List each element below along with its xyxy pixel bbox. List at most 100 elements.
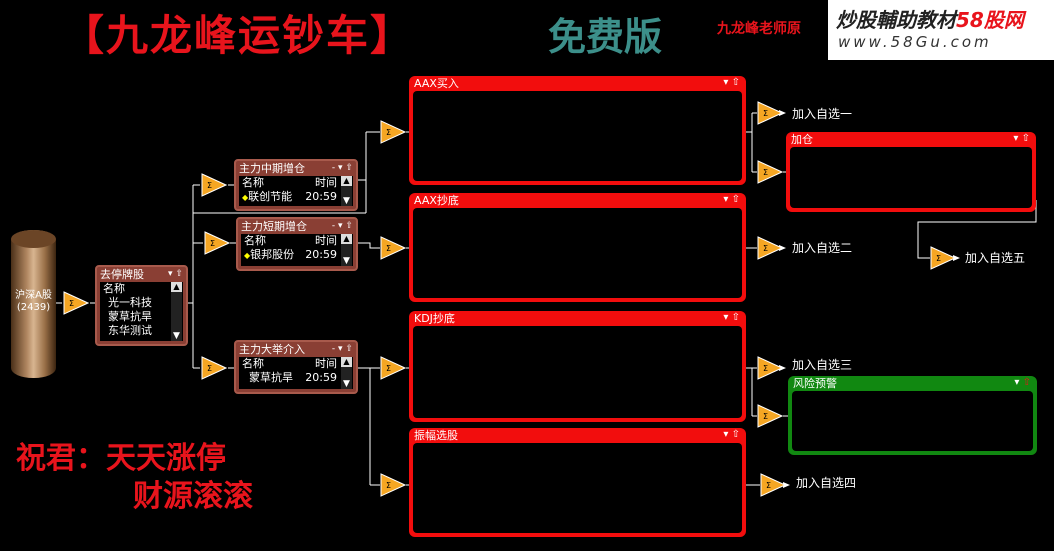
column-header-time: 时间 — [315, 357, 337, 370]
list-item[interactable]: 光一科技 — [108, 296, 152, 309]
panel-remove-suspended[interactable]: 去停牌股 ▾ ⇧ 名称 光一科技 蒙草抗旱 东华测试 ▲ ▼ — [95, 265, 188, 346]
pin-icon[interactable]: ⇧ — [175, 269, 183, 279]
result-list[interactable] — [413, 91, 742, 181]
panel-major-entry[interactable]: 主力大举介入 - ▾ ⇧ 名称 时间 蒙草抗旱 20:59 ▲ ▼ — [234, 340, 358, 394]
dropdown-icon[interactable]: ▾ — [1013, 133, 1019, 144]
scroll-down-icon[interactable]: ▼ — [173, 331, 180, 341]
dropdown-icon[interactable]: ▾ — [1014, 377, 1020, 388]
column-header-name: 名称 — [244, 234, 266, 247]
minimize-icon[interactable]: - — [331, 221, 336, 231]
result-list[interactable] — [413, 208, 742, 298]
output-gate-icon[interactable]: Σ — [757, 236, 783, 260]
panel-controls[interactable]: - ▾ ⇧ — [332, 162, 353, 175]
output-gate-icon[interactable]: Σ — [757, 101, 783, 125]
panel-controls[interactable]: ▾ ⇧ — [723, 311, 740, 324]
table-row[interactable]: ◆联创节能 — [242, 190, 292, 205]
pin-icon[interactable]: ⇧ — [345, 221, 353, 231]
output-gate-icon[interactable]: Σ — [757, 160, 783, 184]
panel-kdj-bottom[interactable]: KDJ抄底 ▾ ⇧ — [409, 311, 746, 422]
output-watchlist-2[interactable]: 加入自选二 — [792, 241, 853, 255]
panel-aax-buy[interactable]: AAX买入 ▾ ⇧ — [409, 76, 746, 185]
table-row[interactable]: ◆银邦股份 — [244, 248, 294, 263]
scrollbar[interactable] — [341, 357, 352, 389]
edition-label: 免费版 — [548, 15, 663, 59]
dropdown-icon[interactable]: ▾ — [723, 194, 729, 205]
output-watchlist-5[interactable]: 加入自选五 — [965, 251, 1026, 265]
panel-controls[interactable]: ▾ ⇧ — [723, 193, 740, 206]
panel-mid-term-increase[interactable]: 主力中期增仓 - ▾ ⇧ 名称 时间 ◆联创节能 20:59 ▲ ▼ — [234, 159, 358, 211]
result-list[interactable] — [413, 443, 742, 533]
output-gate-icon[interactable]: Σ — [760, 473, 786, 497]
panel-controls[interactable]: ▾ ⇧ — [168, 268, 183, 281]
panel-title: AAX买入 — [414, 77, 459, 90]
panel-controls[interactable]: - ▾ ⇧ — [332, 220, 353, 233]
svg-text:Σ: Σ — [763, 364, 768, 373]
stock-pool-source[interactable]: 沪深A股(2439) — [11, 230, 56, 378]
minimize-icon[interactable]: - — [331, 344, 336, 354]
panel-list[interactable]: 名称 光一科技 蒙草抗旱 东华测试 ▲ ▼ — [100, 282, 183, 341]
dropdown-icon[interactable]: ▾ — [723, 429, 729, 440]
dropdown-icon[interactable]: ▾ — [723, 77, 729, 88]
dropdown-icon[interactable]: ▾ — [168, 269, 173, 279]
wire — [228, 184, 236, 369]
filter-gate-icon[interactable]: Σ — [201, 356, 227, 380]
scroll-up-icon[interactable]: ▲ — [341, 176, 352, 186]
list-item[interactable]: 东华测试 — [108, 324, 152, 337]
result-list[interactable] — [792, 391, 1033, 451]
output-watchlist-3[interactable]: 加入自选三 — [792, 358, 853, 372]
output-gate-icon[interactable]: Σ — [757, 404, 783, 428]
pin-icon[interactable]: ⇧ — [345, 344, 353, 354]
minimize-icon[interactable]: - — [331, 163, 336, 173]
pin-icon[interactable]: ⇧ — [1021, 133, 1030, 144]
dropdown-icon[interactable]: ▾ — [338, 221, 343, 231]
panel-short-term-increase[interactable]: 主力短期增仓 - ▾ ⇧ 名称 时间 ◆银邦股份 20:59 ▲ ▼ — [236, 217, 358, 271]
pin-icon[interactable]: ⇧ — [731, 194, 740, 205]
filter-gate-icon[interactable]: Σ — [380, 236, 406, 260]
panel-amplitude-select[interactable]: 振幅选股 ▾ ⇧ — [409, 428, 746, 537]
pin-icon[interactable]: ⇧ — [345, 163, 353, 173]
panel-title: 去停牌股 — [100, 268, 144, 281]
scroll-down-icon[interactable]: ▼ — [343, 256, 350, 266]
result-list[interactable] — [790, 147, 1032, 208]
panel-add-position[interactable]: 加仓 ▾ ⇧ — [786, 132, 1036, 212]
panel-risk-warning[interactable]: 风险预警 ▾ ⇧ — [788, 376, 1037, 455]
scroll-down-icon[interactable]: ▼ — [343, 379, 350, 389]
list-item[interactable]: 蒙草抗旱 — [108, 310, 152, 323]
scrollbar[interactable] — [341, 234, 352, 266]
dropdown-icon[interactable]: ▾ — [723, 312, 729, 323]
panel-aax-bottom[interactable]: AAX抄底 ▾ ⇧ — [409, 193, 746, 302]
filter-gate-icon[interactable]: Σ — [380, 473, 406, 497]
scroll-up-icon[interactable]: ▲ — [171, 282, 182, 292]
scroll-up-icon[interactable]: ▲ — [341, 234, 352, 244]
dropdown-icon[interactable]: ▾ — [338, 344, 343, 354]
filter-gate-icon[interactable]: Σ — [380, 120, 406, 144]
output-gate-icon[interactable]: Σ — [930, 246, 956, 270]
output-watchlist-1[interactable]: 加入自选一 — [792, 107, 853, 121]
scrollbar[interactable] — [341, 176, 352, 206]
filter-gate-icon[interactable]: Σ — [380, 356, 406, 380]
pin-icon[interactable]: ⇧ — [731, 429, 740, 440]
filter-gate-icon[interactable]: Σ — [63, 291, 89, 315]
output-watchlist-4[interactable]: 加入自选四 — [796, 476, 857, 490]
scroll-up-icon[interactable]: ▲ — [341, 357, 352, 367]
pin-icon[interactable]: ⇧ — [1022, 377, 1031, 388]
panel-controls[interactable]: ▾ ⇧ — [1014, 376, 1031, 389]
table-row[interactable]: 蒙草抗旱 — [249, 371, 293, 384]
panel-controls[interactable]: ▾ ⇧ — [1013, 132, 1030, 145]
filter-gate-icon[interactable]: Σ — [201, 173, 227, 197]
dropdown-icon[interactable]: ▾ — [338, 163, 343, 173]
filter-gate-icon[interactable]: Σ — [204, 231, 230, 255]
panel-controls[interactable]: ▾ ⇧ — [723, 428, 740, 441]
panel-controls[interactable]: - ▾ ⇧ — [332, 343, 353, 356]
panel-list[interactable]: 名称 时间 ◆银邦股份 20:59 ▲ ▼ — [241, 234, 353, 266]
panel-controls[interactable]: ▾ ⇧ — [723, 76, 740, 89]
pin-icon[interactable]: ⇧ — [731, 77, 740, 88]
pin-icon[interactable]: ⇧ — [731, 312, 740, 323]
panel-title: AAX抄底 — [414, 194, 459, 207]
output-gate-icon[interactable]: Σ — [757, 356, 783, 380]
scroll-down-icon[interactable]: ▼ — [343, 196, 350, 206]
panel-list[interactable]: 名称 时间 ◆联创节能 20:59 ▲ ▼ — [239, 176, 353, 206]
panel-list[interactable]: 名称 时间 蒙草抗旱 20:59 ▲ ▼ — [239, 357, 353, 389]
scrollbar[interactable] — [171, 282, 182, 341]
result-list[interactable] — [413, 326, 742, 418]
